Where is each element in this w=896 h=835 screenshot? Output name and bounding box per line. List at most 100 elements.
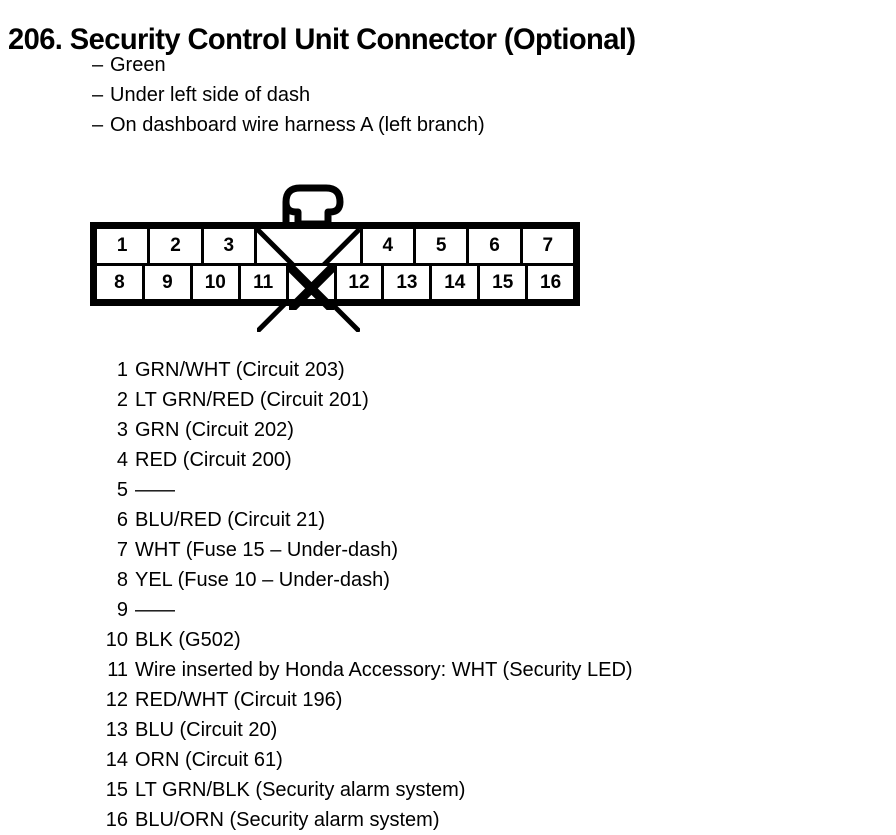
pin-list-description: YEL (Fuse 10 – Under-dash)	[135, 569, 390, 591]
connector-top-row: 1 2 3 4 5 6 7	[97, 229, 573, 263]
pin-number-label: 3	[223, 235, 235, 257]
pin-list-number: 9	[116, 599, 128, 621]
connector-pin-13: 13	[384, 265, 430, 299]
connector-latch-tab-icon	[268, 182, 358, 228]
pin-number-label: 9	[162, 271, 173, 293]
pin-list-item: 12 RED/WHT (Circuit 196)	[76, 685, 856, 715]
pin-number-label: 10	[204, 271, 226, 293]
connector-pin-5: 5	[415, 229, 467, 263]
pin-list-item: 15 LT GRN/BLK (Security alarm system)	[76, 775, 856, 805]
pin-list-description: RED (Circuit 200)	[135, 449, 292, 471]
pin-list-item: 16 BLU/ORN (Security alarm system)	[76, 805, 856, 835]
pin-number-label: 6	[489, 235, 500, 257]
pin-number-label: 7	[542, 235, 554, 257]
pin-list-item: 2 LT GRN/RED (Circuit 201)	[76, 385, 856, 415]
pin-list-description: BLK (G502)	[135, 629, 241, 651]
pin-list-description: GRN/WHT (Circuit 203)	[135, 359, 345, 381]
pin-list-item: 4 RED (Circuit 200)	[76, 445, 856, 475]
pin-list-item: 1 GRN/WHT (Circuit 203)	[76, 355, 856, 385]
connector-pin-10: 10	[192, 265, 238, 299]
pin-list-number: 8	[116, 569, 128, 591]
pin-list-item: 6 BLU/RED (Circuit 21)	[76, 505, 856, 535]
pin-list-item: 11 Wire inserted by Honda Accessory: WHT …	[76, 655, 856, 685]
pin-list-number: 15	[105, 779, 128, 801]
connector-pin-12: 12	[336, 265, 382, 299]
pin-number-label: 15	[492, 271, 514, 293]
connector-pin-15: 15	[480, 265, 526, 299]
pin-list-description: LT GRN/BLK (Security alarm system)	[135, 779, 466, 801]
pin-list-description: ——	[135, 479, 175, 501]
pin-list-number: 13	[105, 719, 128, 741]
connector-pin-8: 8	[97, 265, 142, 299]
pin-list-item: 9 ——	[76, 595, 856, 625]
pin-list-number: 3	[116, 419, 128, 441]
pin-number-label: 12	[348, 271, 370, 293]
pin-number-label: 1	[116, 235, 128, 257]
connector-pin-4: 4	[362, 229, 413, 263]
connector-pin-6: 6	[469, 229, 520, 263]
pin-list-description: RED/WHT (Circuit 196)	[135, 689, 343, 711]
connector-note: –Green	[92, 50, 792, 80]
pin-list-number: 10	[105, 629, 128, 651]
pin-list-description: ORN (Circuit 61)	[135, 749, 283, 771]
pin-assignment-list: 1 GRN/WHT (Circuit 203) 2 LT GRN/RED (Circu…	[76, 355, 856, 835]
pin-list-item: 3 GRN (Circuit 202)	[76, 415, 856, 445]
note-text: On dashboard wire harness A (left branch…	[110, 114, 485, 136]
note-text: Green	[110, 54, 166, 76]
pin-number-label: 4	[382, 235, 394, 257]
pin-list-number: 2	[116, 389, 128, 411]
pin-list-description: GRN (Circuit 202)	[135, 419, 294, 441]
pin-list-description: LT GRN/RED (Circuit 201)	[135, 389, 369, 411]
pin-list-number: 6	[116, 509, 128, 531]
pin-list-description: BLU/ORN (Security alarm system)	[135, 809, 440, 831]
connector-pin-3: 3	[203, 229, 254, 263]
pin-list-description: WHT (Fuse 15 – Under-dash)	[135, 539, 399, 561]
connector-pin-2: 2	[150, 229, 201, 263]
pin-list-number: 12	[105, 689, 128, 711]
pin-number-label: 16	[540, 271, 562, 293]
connector-pin-7: 7	[522, 229, 573, 263]
pin-list-item: 14 ORN (Circuit 61)	[76, 745, 856, 775]
pin-number-label: 5	[435, 235, 447, 257]
pin-list-item: 7 WHT (Fuse 15 – Under-dash)	[76, 535, 856, 565]
connector-notes-list: –Green–Under left side of dash–On dashbo…	[92, 50, 792, 140]
pin-list-number: 1	[116, 359, 128, 381]
pin-list-description: ——	[135, 599, 175, 621]
pin-number-label: 8	[114, 271, 125, 293]
pin-number-label: 13	[396, 271, 418, 293]
connector-pin-9: 9	[144, 265, 190, 299]
blank-position-x-icon	[289, 266, 334, 311]
pin-number-label: 14	[444, 271, 466, 293]
connector-note: –Under left side of dash	[92, 80, 792, 110]
connector-blank-position	[256, 229, 360, 263]
connector-note: –On dashboard wire harness A (left branc…	[92, 110, 792, 140]
pin-list-item: 5 ——	[76, 475, 856, 505]
pin-list-number: 14	[105, 749, 128, 771]
note-dash-icon: –	[92, 84, 104, 106]
note-dash-icon: –	[92, 114, 104, 136]
connector-pin-1: 1	[97, 229, 148, 263]
pin-list-item: 8 YEL (Fuse 10 – Under-dash)	[76, 565, 856, 595]
pin-list-description: Wire inserted by Honda Accessory: WHT (S…	[135, 659, 633, 681]
connector-pin-14: 14	[432, 265, 478, 299]
note-dash-icon: –	[92, 54, 104, 76]
pin-list-description: BLU/RED (Circuit 21)	[135, 509, 326, 531]
pin-list-number: 5	[116, 479, 128, 501]
connector-pin-11: 11	[240, 265, 286, 299]
page-title: 206. Security Control Unit Connector (Op…	[8, 23, 636, 57]
pin-list-item: 10 BLK (G502)	[76, 625, 856, 655]
note-text: Under left side of dash	[110, 84, 311, 106]
pin-list-number: 16	[105, 809, 128, 831]
pin-number-label: 2	[170, 235, 181, 257]
pin-list-number: 4	[116, 449, 128, 471]
pin-list-number: 11	[107, 659, 128, 681]
pin-number-label: 11	[253, 271, 274, 293]
connector-blank-position	[288, 265, 334, 300]
connector-bottom-row: 8 9 10 11 12 13 14 15 16	[97, 265, 574, 300]
pin-list-item: 13 BLU (Circuit 20)	[76, 715, 856, 745]
pin-list-number: 7	[116, 539, 128, 561]
connector-pin-16: 16	[528, 265, 574, 299]
pin-list-description: BLU (Circuit 20)	[135, 719, 278, 741]
